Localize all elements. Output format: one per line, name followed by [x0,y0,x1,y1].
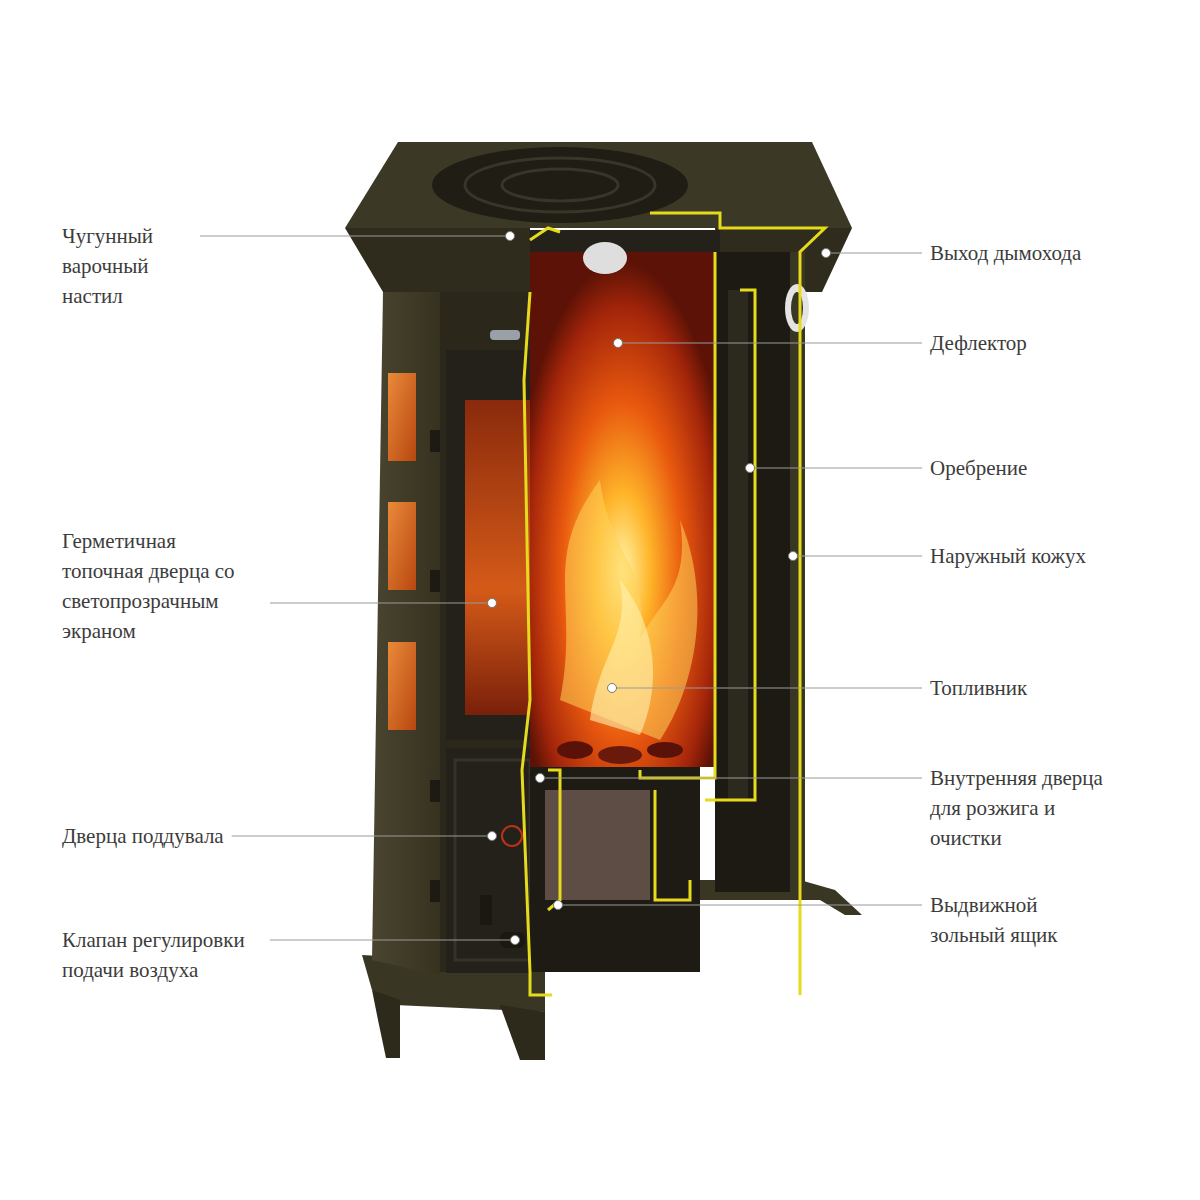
leader-dot [488,832,497,841]
part-label: Внутренняя дверца для розжига и очистки [930,763,1130,853]
leader-dot [789,552,798,561]
leader-dot [506,232,515,241]
leader-line [270,602,492,603]
leader-dot [608,684,617,693]
leader-line [618,342,922,343]
part-label: Топливник [930,673,1027,703]
leader-dot [554,901,563,910]
leader-dot [822,249,831,258]
part-label: Герметичная топочная дверца со светопроз… [62,526,262,646]
leader-line [826,252,922,253]
leader-line [232,835,492,836]
leader-dot [614,339,623,348]
leader-dot [536,774,545,783]
leader-dot [511,936,520,945]
leader-line [270,939,515,940]
leader-line [200,235,510,236]
part-label: Выдвижной зольный ящик [930,890,1080,950]
leader-dot [488,599,497,608]
part-label: Наружный кожух [930,541,1086,571]
part-label: Чугунный варочный настил [62,221,192,311]
part-label: Дверца поддувала [62,821,224,851]
part-label: Выход дымохода [930,238,1081,268]
leader-line [558,904,922,905]
leader-line [540,777,922,778]
leader-line [750,467,922,468]
leader-line [793,555,922,556]
leader-dot [746,464,755,473]
part-label: Клапан регулировки подачи воздуха [62,925,262,985]
part-label: Оребрение [930,453,1027,483]
part-label: Дефлектор [930,328,1027,358]
leader-line [612,687,922,688]
